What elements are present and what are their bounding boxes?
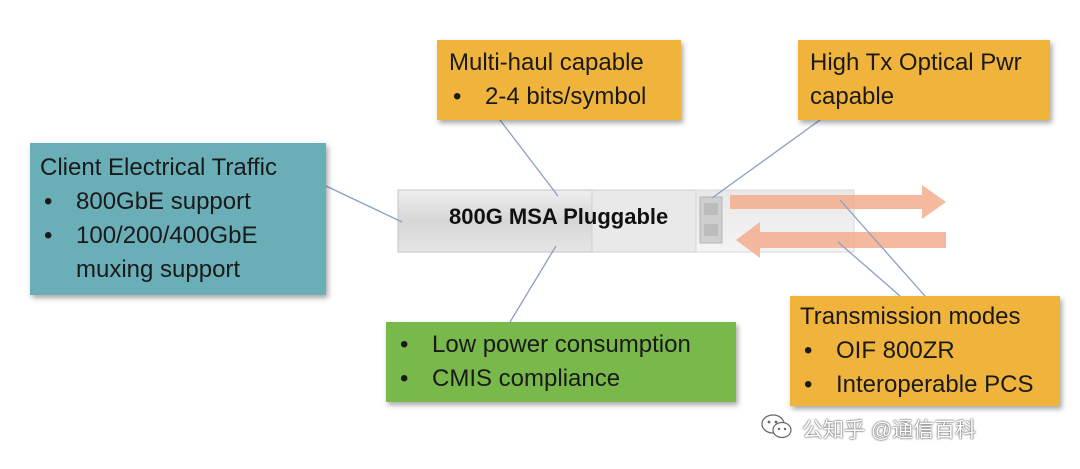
multihaul-list: 2-4 bits/symbol (449, 80, 681, 114)
client-traffic-title: Client Electrical Traffic (40, 154, 277, 181)
high-tx-line2: capable (810, 83, 895, 110)
high-tx-line1: High Tx Optical Pwr (810, 49, 1022, 76)
multihaul-title: Multi-haul capable (449, 49, 644, 76)
watermark-text: 公知乎 @通信百科 (802, 419, 977, 442)
transmission-title: Transmission modes (800, 303, 1021, 330)
cmis-bullet: CMIS compliance (396, 362, 736, 396)
transmission-modes-box: Transmission modes OIF 800ZR Interoperab… (790, 296, 1060, 406)
rx-arrow-left (736, 222, 946, 258)
connector-lines (325, 119, 926, 323)
pluggable-module (397, 189, 855, 253)
low-power-list: Low power consumption CMIS compliance (396, 328, 736, 396)
low-power-bullet: Low power consumption (396, 328, 736, 362)
multihaul-box: Multi-haul capable 2-4 bits/symbol (437, 40, 681, 120)
high-tx-power-box: High Tx Optical Pwr capable (798, 40, 1050, 120)
tx-arrow-right (730, 185, 946, 219)
multihaul-bullet-bits: 2-4 bits/symbol (449, 80, 681, 114)
transmission-list: OIF 800ZR Interoperable PCS (800, 334, 1060, 402)
client-bullet-muxing: 100/200/400GbE muxing support (40, 219, 276, 287)
client-traffic-list: 800GbE support 100/200/400GbE muxing sup… (40, 185, 326, 287)
transmission-bullet-pcs: Interoperable PCS (800, 368, 1060, 402)
transmission-bullet-800zr: OIF 800ZR (800, 334, 1060, 368)
low-power-box: Low power consumption CMIS compliance (386, 322, 736, 402)
client-bullet-800gbe: 800GbE support (40, 185, 326, 219)
module-label: 800G MSA Pluggable (449, 204, 669, 229)
wechat-icon (761, 414, 792, 439)
client-traffic-box: Client Electrical Traffic 800GbE support… (30, 143, 326, 295)
